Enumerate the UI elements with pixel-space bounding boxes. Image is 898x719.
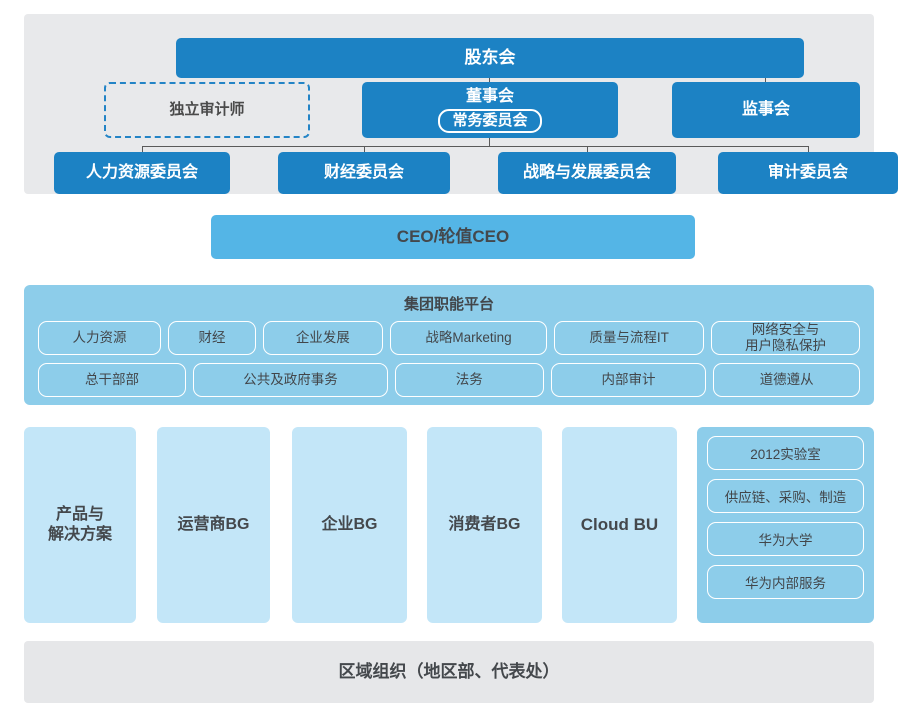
platform-function-row2-1[interactable]: 公共及政府事务: [192, 363, 388, 397]
platform-function-row2-3[interactable]: 内部审计: [550, 363, 707, 397]
platform-function-4[interactable]: 质量与流程IT: [554, 321, 704, 355]
committee-strategy-development[interactable]: 战略与发展委员会: [498, 152, 676, 194]
connector-committee-3: [808, 146, 809, 153]
business-group-enterprise[interactable]: 企业BG: [292, 427, 407, 623]
connector-board-down: [489, 138, 490, 147]
business-group-consumer[interactable]: 消费者BG: [427, 427, 542, 623]
platform-function-row2-4[interactable]: 道德遵从: [713, 363, 861, 397]
support-unit-2[interactable]: 华为大学: [707, 522, 864, 556]
business-group-label: Cloud BU: [580, 515, 659, 535]
business-group-label: 消费者BG: [448, 516, 521, 533]
platform-function-2[interactable]: 企业发展: [262, 321, 383, 355]
business-group-label: 企业BG: [321, 516, 378, 533]
platform-function-row2-0[interactable]: 总干部部: [38, 363, 186, 397]
governance-panel: 股东会 独立审计师 董事会 常务委员会 监事会 人力资源委员会 财经委员会 战略…: [24, 14, 898, 194]
connector-shareholders-to-supervisors: [765, 78, 766, 83]
platform-function-3[interactable]: 战略Marketing: [389, 321, 548, 355]
support-unit-0[interactable]: 2012实验室: [707, 436, 864, 470]
independent-auditor-box[interactable]: 独立审计师: [104, 82, 310, 138]
shareholders-meeting-box[interactable]: 股东会: [176, 38, 804, 78]
business-group-label: 运营商BG: [177, 516, 250, 533]
connector-committee-0: [142, 146, 143, 153]
committee-finance[interactable]: 财经委员会: [278, 152, 450, 194]
connector-shareholders-to-board: [489, 78, 490, 83]
committee-bus-line: [142, 146, 808, 147]
board-title: 董事会: [465, 87, 514, 105]
committee-hr[interactable]: 人力资源委员会: [54, 152, 230, 194]
ceo-box[interactable]: CEO/轮值CEO: [211, 215, 695, 259]
platform-row-2: 总干部部公共及政府事务法务内部审计道德遵从: [38, 363, 861, 397]
support-units-column: 2012实验室供应链、采购、制造华为大学华为内部服务: [697, 427, 874, 623]
support-unit-1[interactable]: 供应链、采购、制造: [707, 479, 864, 513]
business-group-label: 产品与解决方案: [47, 506, 112, 543]
committee-audit[interactable]: 审计委员会: [718, 152, 898, 194]
connector-committee-1: [364, 146, 365, 153]
regional-organization-bar[interactable]: 区域组织（地区部、代表处）: [24, 641, 874, 703]
board-of-directors-box[interactable]: 董事会 常务委员会: [362, 82, 618, 138]
connector-committee-2: [587, 146, 588, 153]
platform-function-1[interactable]: 财经: [168, 321, 256, 355]
support-unit-3[interactable]: 华为内部服务: [707, 565, 864, 599]
business-group-carrier[interactable]: 运营商BG: [157, 427, 270, 623]
platform-function-0[interactable]: 人力资源: [38, 321, 162, 355]
supervisory-board-box[interactable]: 监事会: [672, 82, 860, 138]
platform-function-5[interactable]: 网络安全与用户隐私保护: [710, 321, 860, 355]
platform-function-row2-2[interactable]: 法务: [394, 363, 544, 397]
board-standing-committee: 常务委员会: [438, 108, 542, 134]
business-group-products-solutions[interactable]: 产品与解决方案: [24, 427, 136, 623]
business-group-cloud-bu[interactable]: Cloud BU: [562, 427, 677, 623]
platform-title: 集团职能平台: [403, 296, 494, 313]
